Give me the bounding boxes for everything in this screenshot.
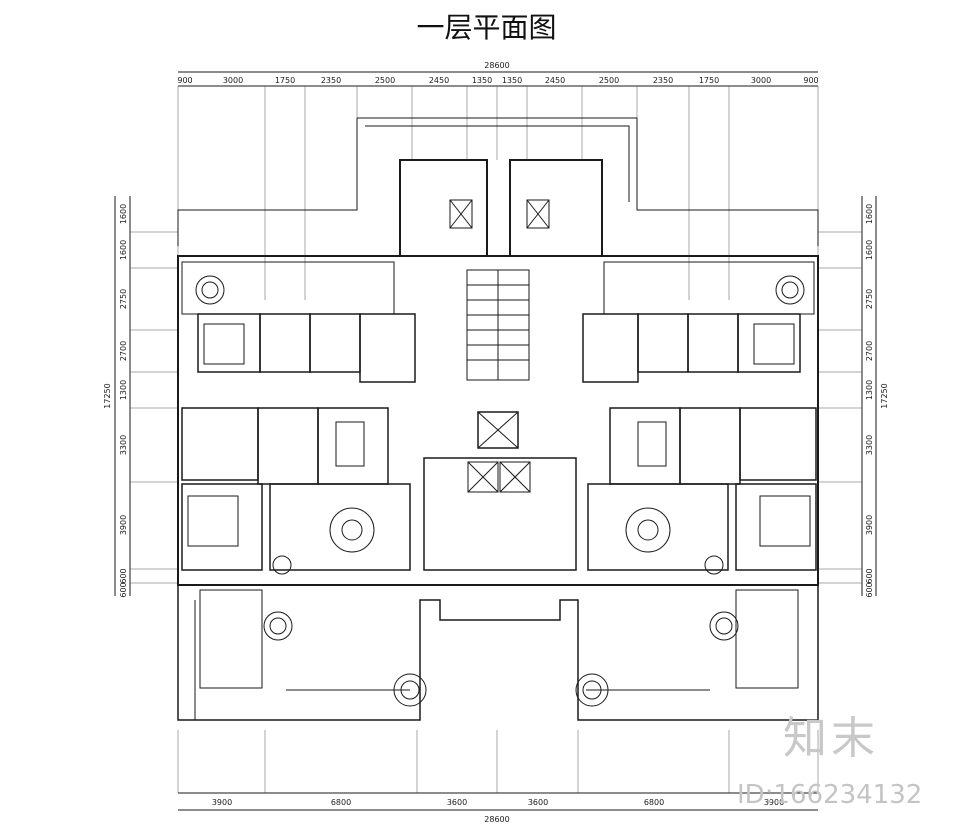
- top-dimension-line: [178, 71, 818, 87]
- left-bed-lower: [187, 495, 239, 547]
- bottom-dim: 6800: [644, 798, 664, 807]
- top-dim: 900: [177, 76, 192, 85]
- trees: [195, 275, 805, 707]
- core-lift: [477, 411, 519, 449]
- left-garden-planter: [199, 589, 263, 689]
- right-total: 17250: [880, 383, 889, 408]
- right-unit-rooms: [582, 313, 817, 571]
- left-dim: 3300: [119, 435, 128, 455]
- right-dim: 3300: [865, 435, 874, 455]
- right-garden-planter: [735, 589, 799, 689]
- right-dim: 2750: [865, 289, 874, 309]
- top-dim: 1750: [699, 76, 719, 85]
- right-dim: 600: [865, 568, 874, 583]
- right-dim: 2700: [865, 341, 874, 361]
- right-bed-upper: [753, 323, 795, 365]
- left-dim: 2750: [119, 289, 128, 309]
- lift-lobby-right: [499, 461, 531, 493]
- left-dining-table: [335, 421, 365, 467]
- right-dining-table: [637, 421, 667, 467]
- left-stair-tower: [399, 159, 488, 257]
- right-dim: 1300: [865, 380, 874, 400]
- right-dimension-line: [861, 196, 877, 596]
- top-dim: 2500: [599, 76, 619, 85]
- entrance-hall: [423, 457, 577, 571]
- left-terrace: [181, 261, 395, 315]
- right-dim: 1600: [865, 240, 874, 260]
- top-dim: 2450: [545, 76, 565, 85]
- left-unit-rooms: [181, 313, 416, 571]
- watermark-id: ID:166234132: [737, 780, 923, 810]
- left-dim: 1600: [119, 204, 128, 224]
- left-dim: 600: [119, 582, 128, 597]
- top-dim: 2350: [321, 76, 341, 85]
- watermark-logo: 知末: [783, 713, 879, 764]
- bottom-dimension-line: [178, 792, 818, 811]
- left-dimension-line: [114, 196, 131, 596]
- drawing-title: 一层平面图: [416, 11, 557, 44]
- right-stair-tower: [509, 159, 603, 257]
- overall-dimension-top: 28600: [484, 61, 509, 70]
- lift-lobby-left: [467, 461, 499, 493]
- top-dim: 3000: [751, 76, 771, 85]
- top-dim: 2500: [375, 76, 395, 85]
- entrance-canopy-inner: [365, 125, 630, 202]
- top-dim: 3000: [223, 76, 243, 85]
- right-dim: 3900: [865, 515, 874, 535]
- left-living-sofa: [329, 507, 375, 553]
- right-dim: 600: [865, 582, 874, 597]
- top-dim: 900: [803, 76, 818, 85]
- top-dim: 1350: [502, 76, 522, 85]
- bottom-dim: 3600: [528, 798, 548, 807]
- left-dim: 1300: [119, 380, 128, 400]
- right-lift: [526, 199, 550, 229]
- top-dim: 1350: [472, 76, 492, 85]
- south-garden-left: [177, 585, 819, 721]
- top-dim: 1750: [275, 76, 295, 85]
- left-lift: [449, 199, 473, 229]
- left-dim: 3900: [119, 515, 128, 535]
- bottom-dim: 3900: [764, 798, 784, 807]
- bottom-dim: 3600: [447, 798, 467, 807]
- bottom-dim: 3900: [212, 798, 232, 807]
- left-total: 17250: [103, 383, 112, 408]
- grid-axes: [130, 86, 862, 793]
- right-living-sofa: [625, 507, 671, 553]
- entrance-canopy: [177, 117, 819, 246]
- right-bed-lower: [759, 495, 811, 547]
- top-dim: 2350: [653, 76, 673, 85]
- overall-dimension-bottom: 28600: [484, 815, 509, 824]
- central-stair: [466, 269, 530, 381]
- left-bed-upper: [203, 323, 245, 365]
- left-dim: 1600: [119, 240, 128, 260]
- left-dim: 600: [119, 568, 128, 583]
- top-dim: 2450: [429, 76, 449, 85]
- left-dim: 2700: [119, 341, 128, 361]
- right-dim: 1600: [865, 204, 874, 224]
- bottom-dim: 6800: [331, 798, 351, 807]
